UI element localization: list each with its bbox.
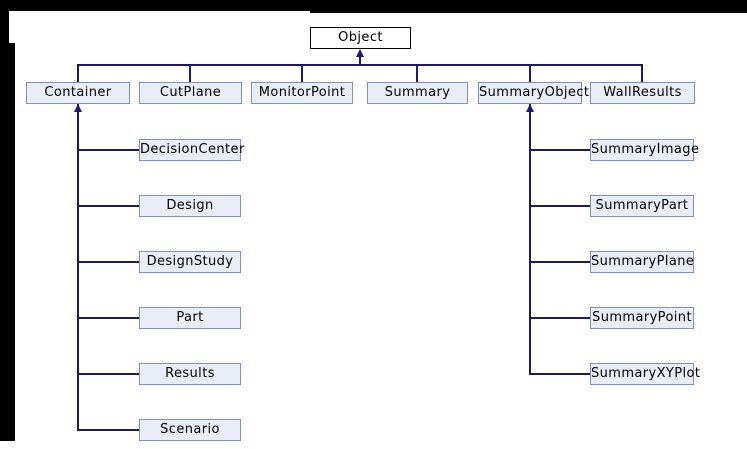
- frame-top-bar-right: [310, 0, 747, 13]
- edge-branch-summaryplane: [529, 261, 590, 263]
- edge-branch-decisioncenter: [77, 149, 140, 151]
- edge-branch-designstudy: [77, 261, 140, 263]
- edge-branch-part: [77, 317, 140, 319]
- edge-drop-cutplane: [189, 64, 191, 82]
- class-node-part[interactable]: Part: [139, 307, 241, 329]
- edge-branch-scenario: [77, 429, 140, 431]
- edge-drop-wallresults: [641, 64, 643, 82]
- class-node-summarypart[interactable]: SummaryPart: [590, 195, 694, 217]
- edge-branch-design: [77, 205, 140, 207]
- edge-summaryobject-vertical: [529, 104, 531, 375]
- class-node-summarypoint[interactable]: SummaryPoint: [590, 307, 694, 329]
- edge-drop-container: [77, 64, 79, 82]
- edge-branch-summarypoint: [529, 317, 590, 319]
- arrowhead-to-object: [356, 49, 364, 57]
- edge-drop-summaryobject: [529, 64, 531, 82]
- edge-branch-summaryxyplot: [529, 373, 590, 375]
- class-node-monitorpoint[interactable]: MonitorPoint: [251, 82, 353, 104]
- class-node-scenario[interactable]: Scenario: [139, 419, 241, 441]
- edge-trunk-horizontal: [77, 64, 643, 66]
- edge-drop-monitorpoint: [301, 64, 303, 82]
- edge-branch-results: [77, 373, 140, 375]
- class-node-summaryimage[interactable]: SummaryImage: [590, 139, 699, 161]
- class-node-summaryxyplot[interactable]: SummaryXYPlot: [590, 363, 700, 385]
- class-node-results[interactable]: Results: [139, 363, 241, 385]
- class-node-object: Object: [310, 27, 411, 49]
- class-node-summary[interactable]: Summary: [367, 82, 468, 104]
- class-node-summaryplane[interactable]: SummaryPlane: [590, 251, 694, 273]
- class-node-container[interactable]: Container: [26, 82, 130, 104]
- frame-left-strip: [0, 43, 15, 441]
- class-node-designstudy[interactable]: DesignStudy: [139, 251, 241, 273]
- class-node-summaryobject[interactable]: SummaryObject: [478, 82, 589, 104]
- class-node-wallresults[interactable]: WallResults: [590, 82, 695, 104]
- edge-branch-summaryimage: [529, 149, 590, 151]
- edge-container-vertical: [77, 104, 79, 431]
- edge-object-stub: [359, 56, 361, 65]
- class-node-cutplane[interactable]: CutPlane: [139, 82, 242, 104]
- edge-branch-summarypart: [529, 205, 590, 207]
- class-node-decisioncenter[interactable]: DecisionCenter: [139, 139, 244, 161]
- frame-left-strip-upper: [0, 0, 9, 43]
- class-node-design[interactable]: Design: [139, 195, 241, 217]
- edge-drop-summary: [416, 64, 418, 82]
